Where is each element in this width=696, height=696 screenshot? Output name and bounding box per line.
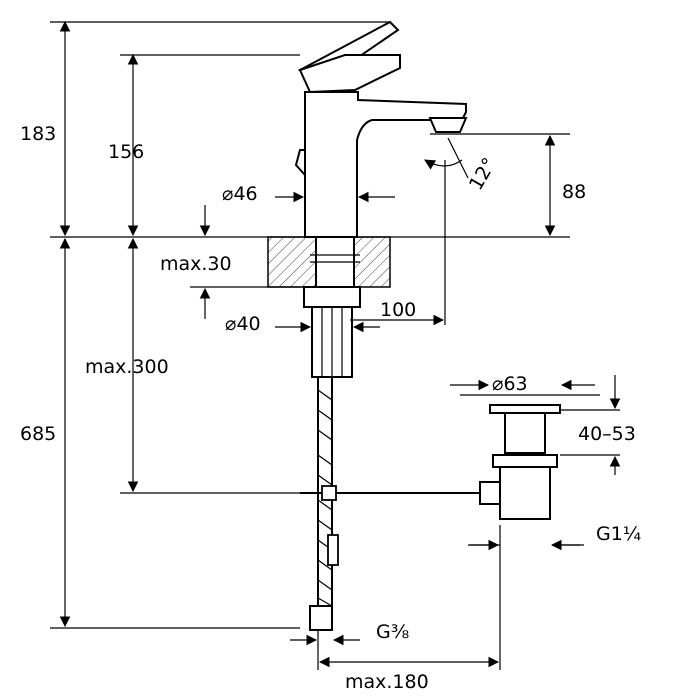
label-diameter-40: ⌀40 (225, 313, 261, 335)
countertop-left (267, 236, 317, 288)
faucet-body (304, 91, 467, 238)
hose (309, 376, 339, 631)
label-angle-12: 12° (465, 154, 501, 194)
waste-nut (492, 454, 558, 468)
label-88: 88 (562, 181, 586, 203)
label-g1-1-4: G1¼ (596, 523, 641, 545)
hose-connector (309, 605, 333, 631)
waste-neck (504, 412, 546, 454)
label-max-180: max.180 (345, 671, 429, 693)
waste-fitting (460, 394, 620, 546)
side-knob (294, 149, 306, 178)
label-40-53: 40–53 (578, 423, 636, 445)
faucet (294, 20, 468, 378)
pop-up-rod-clip (327, 534, 339, 566)
label-183: 183 (20, 123, 56, 145)
label-max-300: max.300 (85, 356, 169, 378)
spout-outlet (428, 117, 468, 133)
pop-up-rod (300, 485, 480, 501)
waste-body (499, 466, 551, 520)
label-max-30: max.30 (160, 253, 232, 275)
reference-lines (50, 21, 570, 670)
label-156: 156 (108, 141, 144, 163)
label-100: 100 (380, 299, 416, 321)
countertop (267, 236, 391, 288)
label-diameter-46: ⌀46 (222, 183, 258, 205)
label-diameter-63: ⌀63 (492, 373, 528, 395)
fixing-nut (303, 286, 361, 308)
waste-cap (489, 404, 561, 414)
dimension-labels: 183 156 ⌀46 88 12° max.30 ⌀40 100 max.30… (20, 123, 641, 693)
waste-rod-connector (479, 481, 501, 505)
label-685: 685 (20, 423, 56, 445)
lever-base (298, 54, 401, 94)
dimension-lines (59, 20, 621, 668)
label-g-3-8: G⅜ (376, 621, 409, 643)
